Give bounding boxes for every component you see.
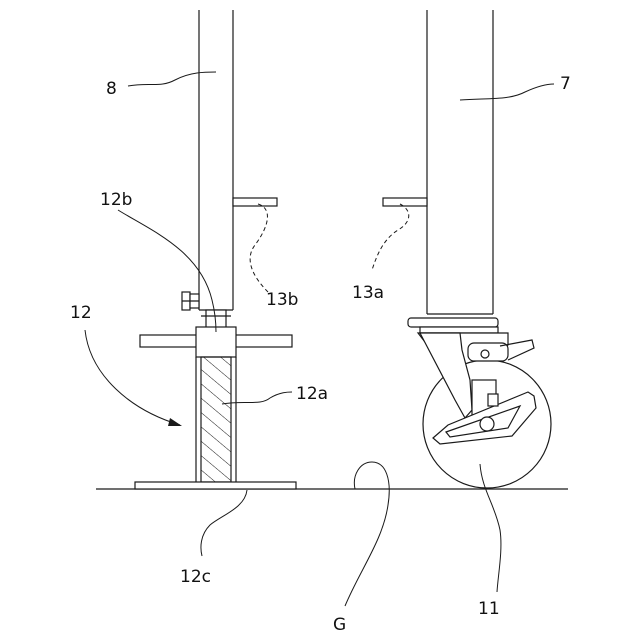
label-13a: 13a bbox=[352, 283, 384, 303]
jack-base-plate bbox=[135, 482, 296, 489]
right-bracket bbox=[383, 198, 427, 206]
leader-8 bbox=[128, 72, 216, 86]
label-12c: 12c bbox=[180, 567, 211, 587]
left-bracket bbox=[233, 198, 277, 206]
side-bolt bbox=[182, 292, 199, 310]
right-pole bbox=[427, 10, 493, 314]
leader-G bbox=[345, 462, 389, 606]
leader-12a bbox=[222, 392, 292, 404]
label-7: 7 bbox=[560, 74, 571, 94]
left-pole bbox=[199, 10, 233, 310]
leader-12b bbox=[118, 210, 216, 332]
label-G: G bbox=[333, 615, 346, 635]
jack-screw bbox=[196, 357, 236, 482]
label-12: 12 bbox=[70, 303, 92, 323]
leader-13b bbox=[250, 204, 268, 292]
label-12b: 12b bbox=[100, 190, 132, 210]
label-8: 8 bbox=[106, 79, 117, 99]
label-11: 11 bbox=[478, 599, 500, 619]
caster-assembly bbox=[408, 318, 551, 488]
label-13b: 13b bbox=[266, 290, 298, 310]
leader-13a bbox=[372, 204, 409, 270]
leader-7 bbox=[460, 84, 554, 100]
label-12a: 12a bbox=[296, 384, 328, 404]
leader-12-arrow bbox=[168, 418, 182, 426]
leader-12c bbox=[201, 490, 247, 556]
